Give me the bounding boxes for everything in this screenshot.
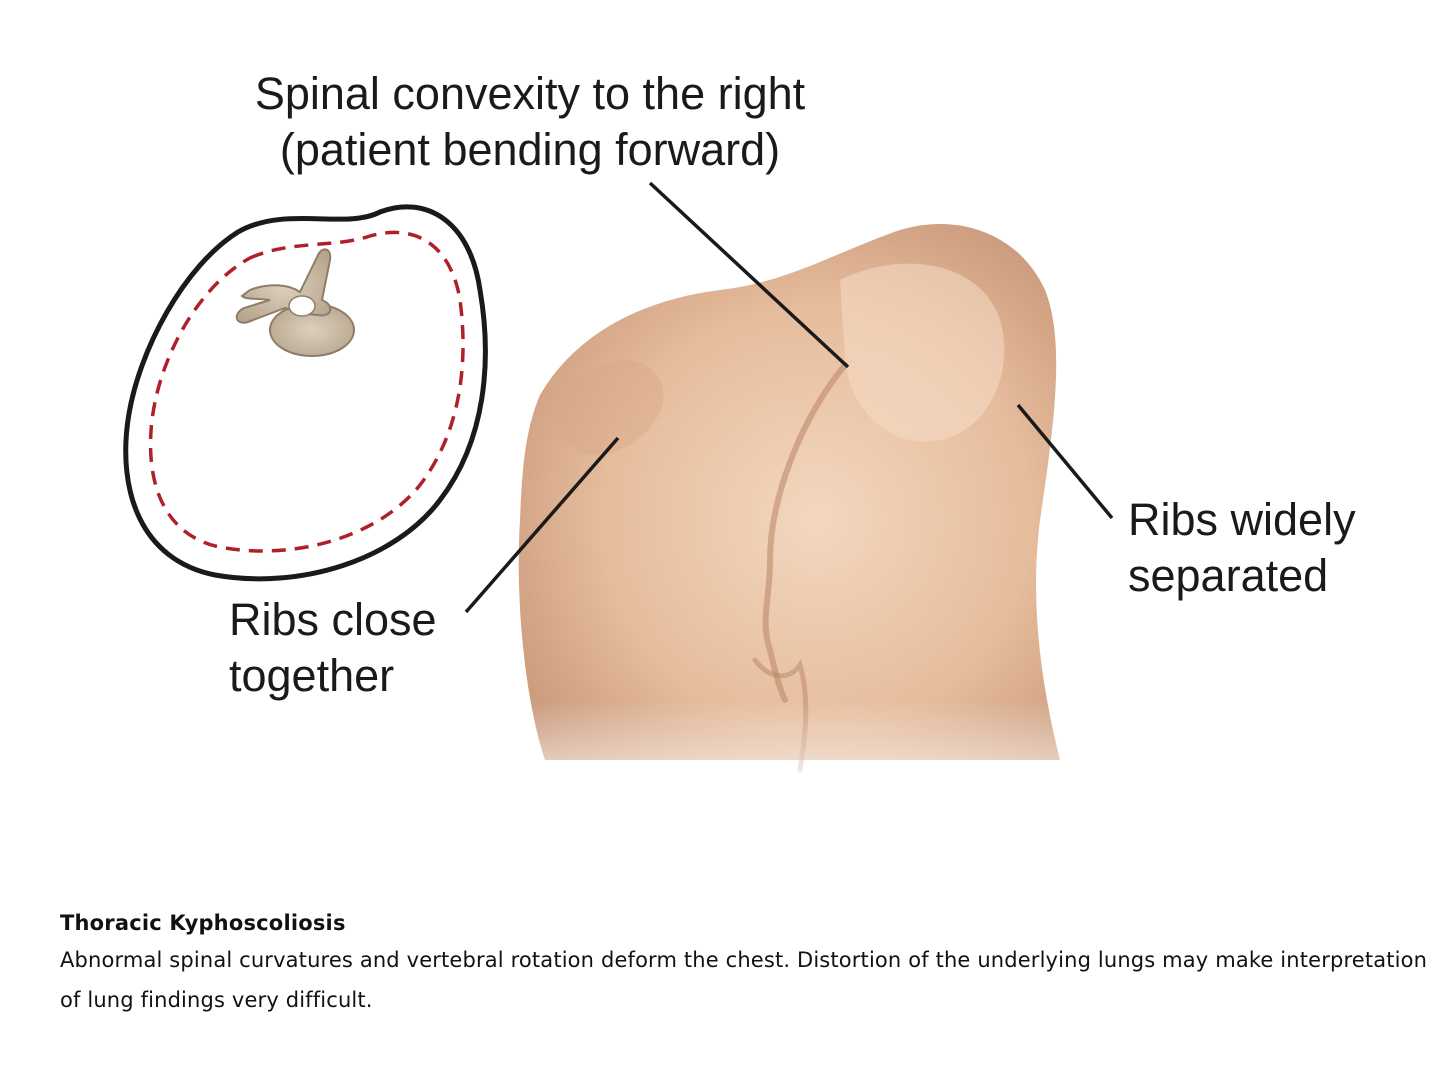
chest-cross-section: [123, 204, 488, 582]
leader-line-ribs-close: [464, 436, 620, 614]
label-ribs-close-line2: together: [229, 650, 395, 701]
rib-hump-shading: [840, 263, 1005, 442]
caption-title: Thoracic Kyphoscoliosis: [60, 911, 346, 935]
label-ribs-close: Ribs close together: [229, 592, 437, 704]
leader-line-ribs-wide: [1016, 403, 1114, 520]
label-ribs-wide-line1: Ribs widely: [1128, 494, 1356, 545]
illustration: [123, 181, 1114, 820]
figure-caption: Thoracic Kyphoscoliosis Abnormal spinal …: [60, 906, 1435, 1020]
kyphoscoliosis-figure: Spinal convexity to the right (patient b…: [123, 66, 1356, 820]
leader-line-convexity: [648, 181, 850, 369]
left-shoulder-shading: [557, 360, 664, 456]
spine-furrow: [762, 362, 848, 703]
vertebra: [235, 248, 355, 357]
label-ribs-wide-line2: separated: [1128, 550, 1329, 601]
patient-back: [500, 223, 1100, 820]
label-spinal-convexity-line1: Spinal convexity to the right: [254, 68, 806, 119]
label-ribs-wide: Ribs widely separated: [1128, 492, 1356, 604]
chest-wall-outline: [123, 204, 488, 582]
label-ribs-close-line1: Ribs close: [229, 594, 437, 645]
label-spinal-convexity: Spinal convexity to the right (patient b…: [200, 66, 860, 178]
label-spinal-convexity-line2: (patient bending forward): [279, 124, 781, 175]
caption-body: Abnormal spinal curvatures and vertebral…: [60, 948, 1428, 1012]
